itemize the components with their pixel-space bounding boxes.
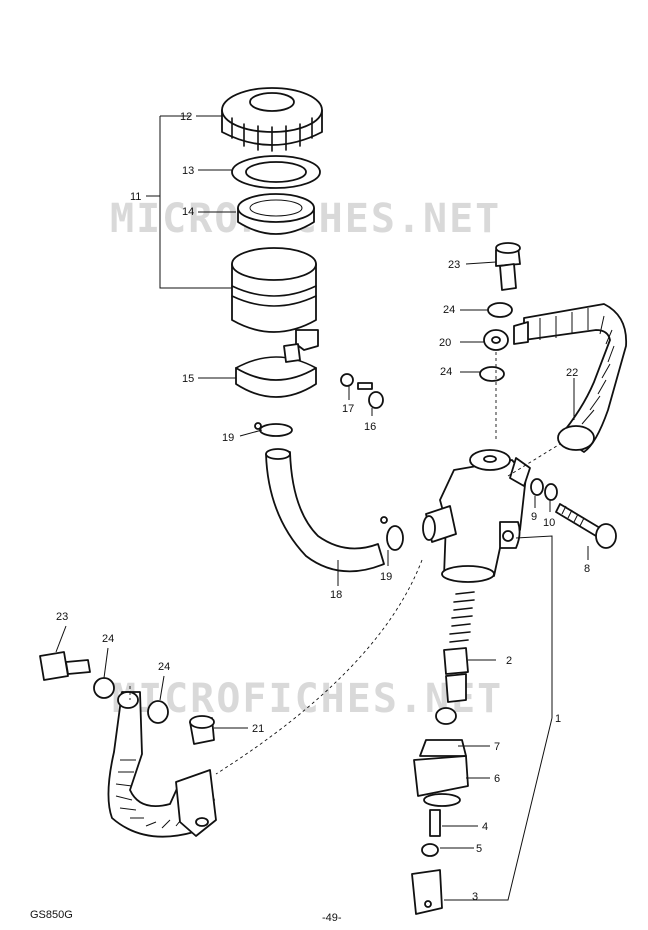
- callout-18: 18: [330, 589, 342, 601]
- footer-model: GS850G: [30, 909, 73, 921]
- callout-4: 4: [482, 821, 488, 833]
- screw-16: [357, 382, 384, 409]
- reservoir-band: [235, 343, 317, 398]
- callout-labels: 12 13 14 11 15 19 17 16 18 19 23 24 20 2…: [56, 111, 590, 903]
- bolt-21: [189, 715, 215, 745]
- piston-spring: [443, 591, 475, 703]
- callout-22: 22: [566, 367, 578, 379]
- callout-24-upper-a: 24: [443, 304, 455, 316]
- route-line-lower: [215, 559, 423, 775]
- washer-17: [340, 373, 354, 387]
- washer-10: [544, 483, 558, 501]
- callout-21: 21: [252, 723, 264, 735]
- washer-9: [530, 478, 544, 496]
- callout-19-lower: 19: [380, 571, 392, 583]
- callout-6: 6: [494, 773, 500, 785]
- footer-page-number: -49-: [322, 912, 342, 924]
- reservoir-body: [231, 247, 319, 351]
- callout-13: 13: [182, 165, 194, 177]
- hose-clip-lower: [380, 516, 404, 551]
- union-bolt-upper: [495, 242, 521, 291]
- callout-11: 11: [130, 191, 141, 203]
- callout-23-upper: 23: [448, 259, 460, 271]
- callout-14: 14: [182, 206, 194, 218]
- brake-hose-lower: [107, 691, 217, 838]
- push-rod-assembly: [413, 707, 469, 807]
- callout-23-lower: 23: [56, 611, 68, 623]
- callout-2: 2: [506, 655, 512, 667]
- callout-10: 10: [543, 517, 555, 529]
- brake-hose-upper: [483, 303, 627, 453]
- reservoir-diaphragm: [237, 193, 315, 235]
- reservoir-cap: [221, 87, 323, 152]
- nut-5: [421, 843, 439, 857]
- route-line-hose-end: [507, 443, 561, 477]
- master-cylinder-body: [422, 449, 531, 583]
- hose-clip-top: [254, 422, 293, 437]
- callout-20: 20: [439, 337, 451, 349]
- callout-15: 15: [182, 373, 194, 385]
- union-bolt-lower: [39, 651, 91, 681]
- callout-3: 3: [472, 891, 478, 903]
- callout-12: 12: [180, 111, 192, 123]
- washer-24-upper-b: [479, 366, 505, 382]
- callout-9: 9: [531, 511, 537, 523]
- reservoir-hose: [265, 449, 385, 573]
- washer-24-lower-b: [147, 700, 169, 724]
- callout-17: 17: [342, 403, 354, 415]
- rod-4: [429, 809, 441, 837]
- callout-24-upper-b: 24: [440, 366, 452, 378]
- callout-19-top: 19: [222, 432, 234, 444]
- callout-5: 5: [476, 843, 482, 855]
- washer-24-lower-a: [93, 677, 115, 699]
- bolt-8: [555, 503, 617, 549]
- callout-16: 16: [364, 421, 376, 433]
- callout-7: 7: [494, 741, 500, 753]
- callout-24-lower-a: 24: [102, 633, 114, 645]
- leader-lines: [55, 115, 589, 901]
- callout-1: 1: [555, 713, 561, 725]
- reservoir-plate: [231, 155, 321, 189]
- clevis-3: [411, 869, 443, 915]
- washer-24-upper-a: [487, 302, 513, 318]
- callout-24-lower-b: 24: [158, 661, 170, 673]
- callout-8: 8: [584, 563, 590, 575]
